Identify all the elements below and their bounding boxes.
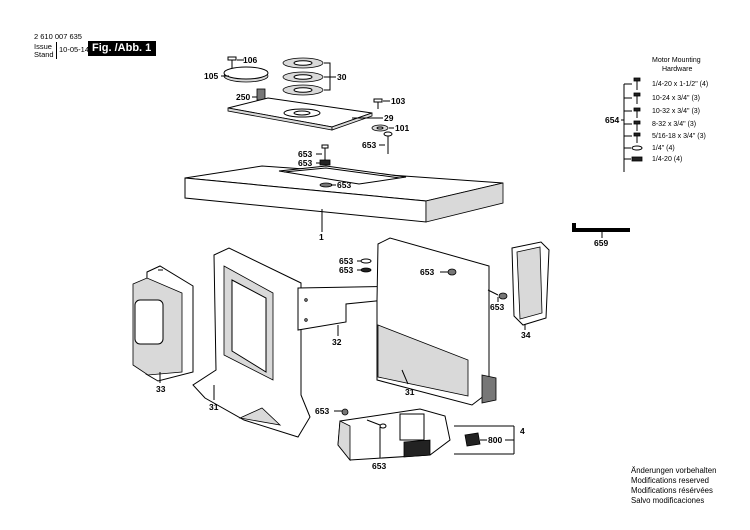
part-653-plate-screw xyxy=(379,131,393,154)
callout-653-switch: 653 xyxy=(315,406,330,416)
hardware-title-line2: Hardware xyxy=(662,66,693,73)
note-line: Änderungen vorbehalten xyxy=(631,466,717,475)
callout-250: 250 xyxy=(236,92,251,102)
header-divider xyxy=(56,42,57,59)
part-101-washer xyxy=(371,124,394,132)
callout-105: 105 xyxy=(204,71,219,81)
note-line: Modifications résérvées xyxy=(631,486,713,495)
part-654-hardware-set xyxy=(621,77,643,172)
callout-653-bolt: 653 xyxy=(298,149,313,159)
callout-653-switch-screw: 653 xyxy=(372,461,387,471)
callout-653-right-top: 653 xyxy=(420,267,435,277)
part-653-center-washers xyxy=(357,258,372,273)
callout-30: 30 xyxy=(337,72,347,82)
part-29-insert-plate xyxy=(227,97,383,131)
part-1-table-top xyxy=(184,165,504,232)
callout-31-left: 31 xyxy=(209,402,219,412)
callout-1: 1 xyxy=(319,232,324,242)
part-31-left-housing xyxy=(192,247,311,438)
figure-label: Fig. /Abb. 1 xyxy=(88,41,157,56)
part-33-side-panel xyxy=(132,265,194,383)
part-653-bolt-and-nut xyxy=(316,144,331,166)
hardware-item: 1/4-20 (4) xyxy=(652,156,683,163)
part-103-screw xyxy=(373,98,390,109)
callout-32: 32 xyxy=(332,337,342,347)
callout-653-plate: 653 xyxy=(362,140,377,150)
part-653-right-screws xyxy=(440,268,508,302)
part-34-door-panel xyxy=(511,241,550,330)
part-30-rings xyxy=(282,57,336,96)
part-31-right-housing xyxy=(376,237,497,406)
callout-653-table: 653 xyxy=(337,180,352,190)
callout-29: 29 xyxy=(384,113,394,123)
issue-date: 10-05-14 xyxy=(59,45,90,54)
callout-31-right: 31 xyxy=(405,387,415,397)
hardware-title-line1: Motor Mounting xyxy=(652,57,701,64)
callout-653-washer-top: 653 xyxy=(339,256,354,266)
callout-33: 33 xyxy=(156,384,166,394)
issue-label: Issue xyxy=(34,42,52,51)
callout-101: 101 xyxy=(395,123,410,133)
part-4-switch-box xyxy=(334,408,515,462)
hardware-item: 1/4" (4) xyxy=(652,145,675,152)
stand-label: Stand xyxy=(34,50,54,59)
callout-659: 659 xyxy=(594,238,609,248)
hardware-item: 8-32 x 3/4" (3) xyxy=(652,121,697,128)
part-105-knob xyxy=(221,66,269,83)
callout-4: 4 xyxy=(520,426,525,436)
callout-34: 34 xyxy=(521,330,531,340)
note-line: Salvo modificaciones xyxy=(631,496,705,505)
callout-800: 800 xyxy=(488,435,503,445)
hardware-item: 10-32 x 3/4" (3) xyxy=(652,108,701,115)
hardware-item: 1/4-20 x 1-1/2" (4) xyxy=(652,81,709,88)
note-line: Modifications reserved xyxy=(631,476,710,485)
hardware-item: 10-24 x 3/4" (3) xyxy=(652,95,701,102)
part-659-hex-key xyxy=(572,223,630,238)
callout-653-nut: 653 xyxy=(298,158,313,168)
modification-notes: Änderungen vorbehalten Modifications res… xyxy=(631,466,716,506)
callout-103: 103 xyxy=(391,96,406,106)
part-250-pin xyxy=(252,88,266,101)
callout-653-right-bottom: 653 xyxy=(490,302,505,312)
part-number: 2 610 007 635 xyxy=(34,32,82,41)
callout-106: 106 xyxy=(243,55,258,65)
callout-653-washer-bottom: 653 xyxy=(339,265,354,275)
callout-654: 654 xyxy=(605,115,620,125)
hardware-item: 5/16-18 x 3/4" (3) xyxy=(652,133,706,140)
